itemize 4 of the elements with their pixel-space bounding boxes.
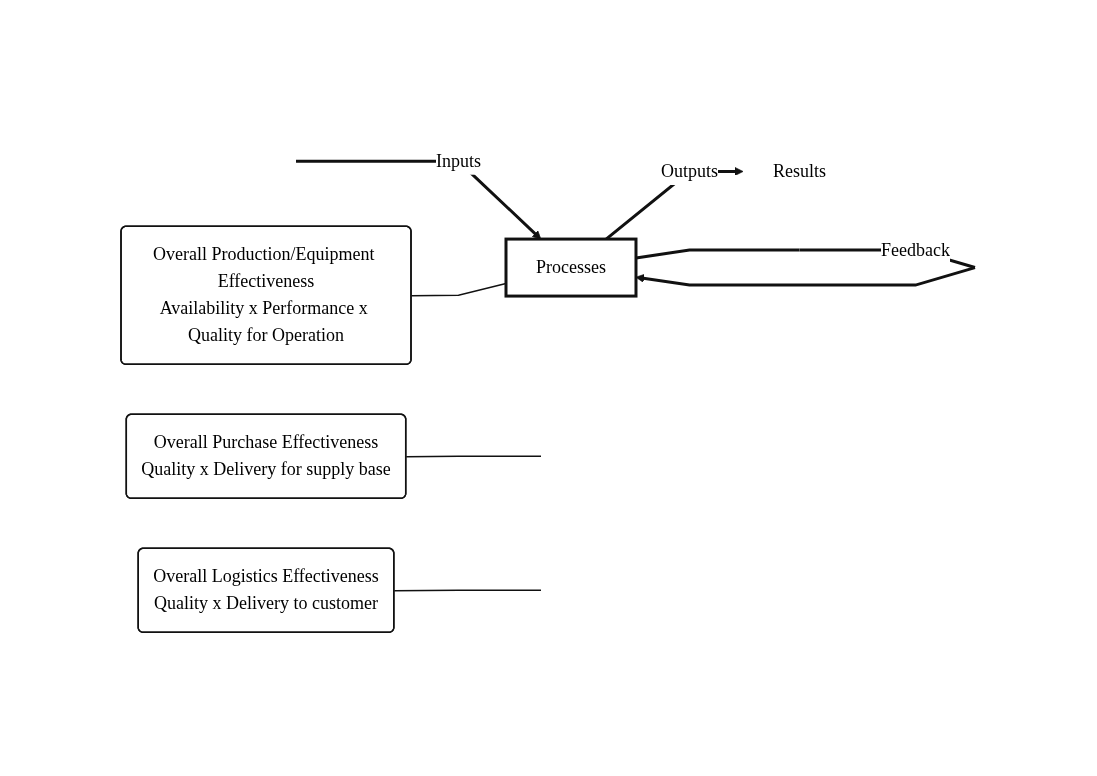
node-text: Results [773,161,827,182]
leader-line [394,589,543,592]
node-box: Processes [504,237,638,298]
edge-label: Feedback [881,239,951,260]
